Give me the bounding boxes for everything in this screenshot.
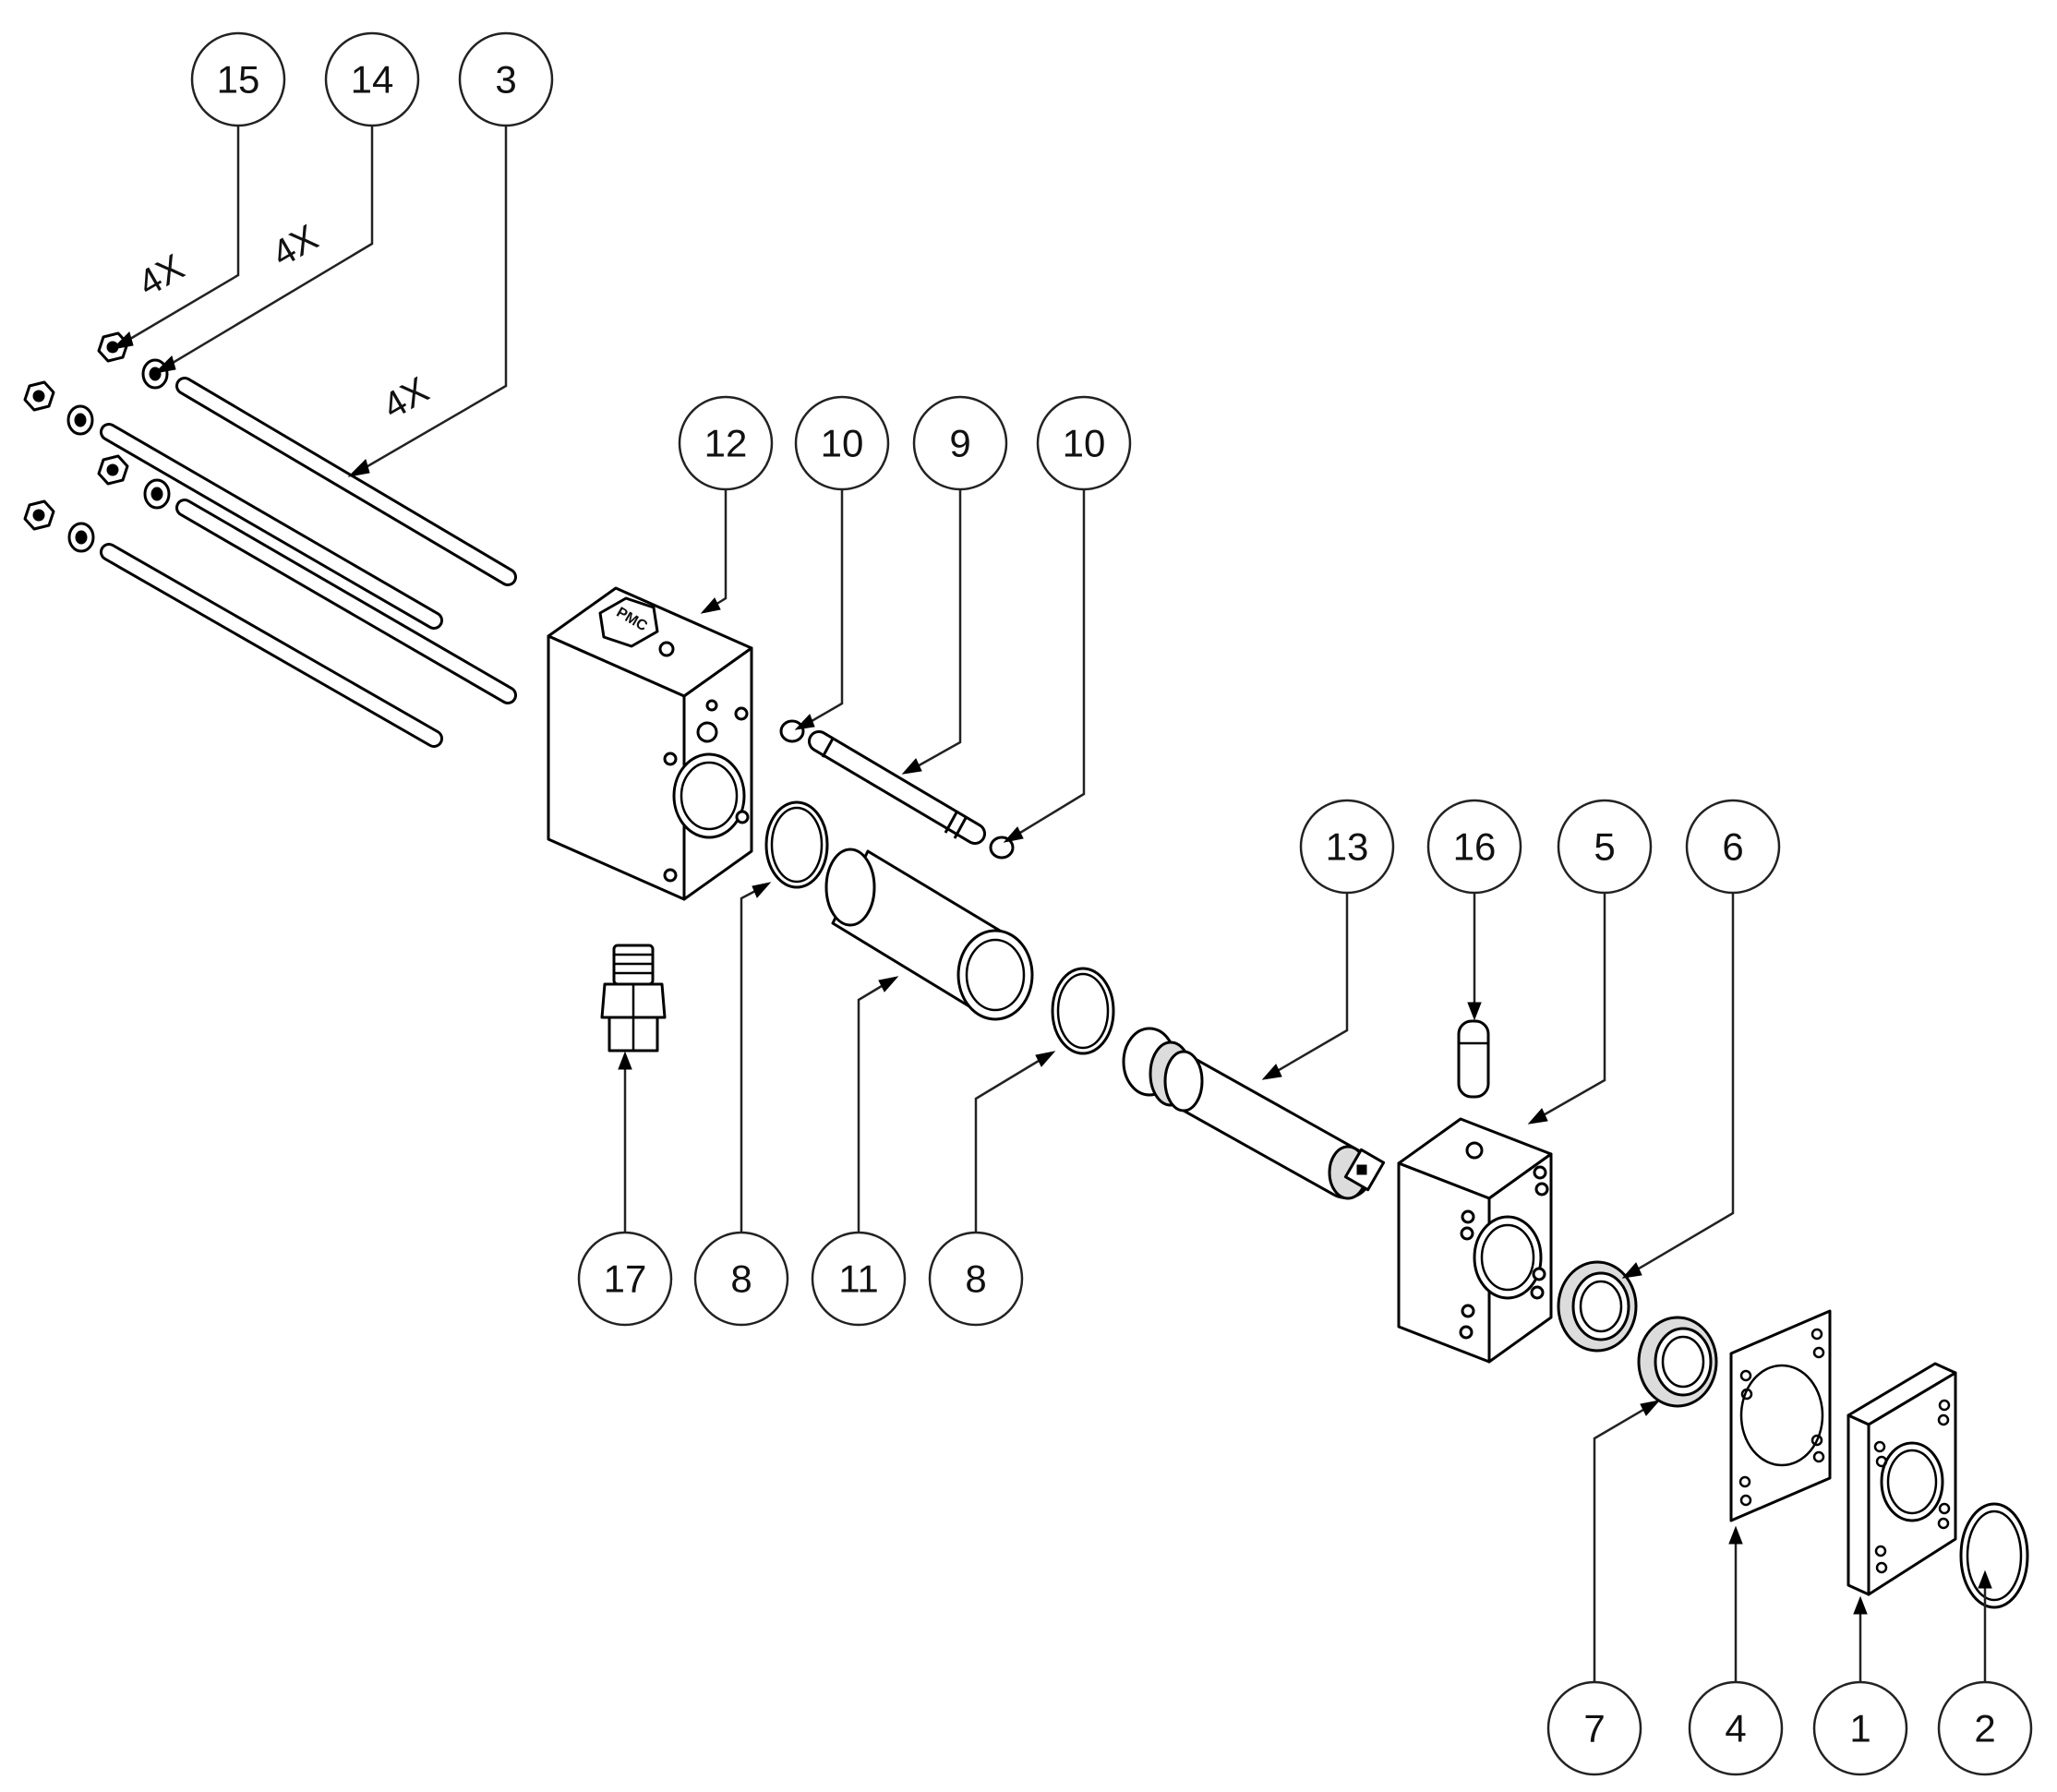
cylinder-barrel (824, 848, 1034, 1021)
washer (143, 478, 171, 510)
seal (1557, 1260, 1638, 1353)
small-o-ring (989, 836, 1015, 860)
balloon-9: 9 (912, 395, 1008, 491)
balloon-11: 11 (811, 1231, 907, 1327)
quantity-label: 4X (132, 247, 191, 305)
leader-13 (1261, 879, 1349, 1080)
small-o-ring (779, 719, 805, 743)
logo-plate: PMC (598, 596, 659, 648)
balloon-4: 4 (1688, 1680, 1784, 1776)
balloon-label: 8 (965, 1257, 986, 1301)
pin (1457, 1019, 1490, 1099)
balloon-10: 10 (794, 395, 890, 491)
leader-6 (1621, 879, 1735, 1279)
balloon-10: 10 (1036, 395, 1132, 491)
piston-rod-assembly (1122, 1027, 1386, 1200)
balloon-2: 2 (1937, 1680, 2033, 1776)
tie-rod (100, 543, 443, 748)
balloon-label: 16 (1453, 825, 1497, 869)
balloon-3: 3 (458, 31, 554, 127)
large-o-ring (1051, 967, 1115, 1055)
balloon-13: 13 (1299, 799, 1395, 895)
leader-1 (1853, 1595, 1868, 1683)
leader-14 (153, 111, 374, 374)
balloon-7: 7 (1546, 1680, 1642, 1776)
hex-nut-group (23, 331, 129, 531)
hex-nut (97, 331, 129, 363)
balloon-label: 10 (1063, 422, 1106, 465)
tie-rod (175, 499, 517, 704)
balloon-12: 12 (678, 395, 774, 491)
retaining-ring (1959, 1502, 2029, 1609)
balloon-label: 4 (1725, 1707, 1746, 1750)
leader-lines (111, 111, 1992, 1683)
leader-4 (1728, 1525, 1743, 1683)
leader-8b (974, 1051, 1056, 1233)
balloon-label: 7 (1583, 1707, 1605, 1750)
balloon-label: 5 (1594, 825, 1615, 869)
leader-15 (111, 111, 240, 350)
leader-8a (740, 882, 772, 1233)
leader-17 (618, 1051, 632, 1233)
balloon-6: 6 (1685, 799, 1781, 895)
quantity-label: 4X (377, 369, 436, 427)
balloon-8: 8 (693, 1231, 789, 1327)
leader-5 (1527, 879, 1606, 1125)
balloon-5: 5 (1557, 799, 1653, 895)
balloon-1: 1 (1812, 1680, 1908, 1776)
shaft (808, 730, 986, 845)
balloon-label: 10 (821, 422, 864, 465)
leader-10a (794, 475, 844, 730)
tie-rod-group (100, 377, 517, 748)
leader-12 (700, 475, 728, 614)
fitting (600, 944, 667, 1052)
leader-10b (1003, 475, 1086, 843)
balloon-14: 14 (324, 31, 420, 127)
balloon-label: 6 (1722, 825, 1743, 869)
balloon-label: 9 (949, 422, 970, 465)
washer (67, 522, 95, 553)
flange-plate (1846, 1362, 1957, 1596)
hex-nut (97, 454, 129, 486)
leader-16 (1467, 879, 1482, 1021)
hex-nut (23, 380, 55, 412)
seal (1637, 1316, 1718, 1408)
balloon-15: 15 (190, 31, 286, 127)
leader-3 (347, 113, 508, 477)
balloon-17: 17 (577, 1231, 673, 1327)
balloon-label: 1 (1849, 1707, 1871, 1750)
end-block (1397, 1117, 1553, 1364)
tie-rod (100, 423, 443, 630)
leader-2 (1978, 1570, 1992, 1683)
tie-rod (175, 377, 517, 586)
balloon-label: 8 (730, 1257, 752, 1301)
main-housing-block: PMC (547, 586, 753, 901)
item-balloons: 15 14 3 12 10 9 10 13 (190, 31, 2033, 1776)
leader-11 (857, 976, 899, 1233)
washer (66, 404, 94, 436)
balloon-8: 8 (928, 1231, 1024, 1327)
quantity-labels: 4X 4X 4X (132, 217, 436, 427)
leader-7 (1593, 1400, 1661, 1683)
balloon-label: 11 (838, 1257, 879, 1301)
balloon-16: 16 (1426, 799, 1522, 895)
balloon-label: 3 (495, 58, 516, 102)
balloon-label: 15 (217, 58, 260, 102)
leader-9 (901, 475, 962, 775)
gasket-plate (1729, 1309, 1832, 1522)
balloon-label: 12 (704, 422, 748, 465)
balloon-label: 17 (604, 1257, 647, 1301)
quantity-label: 4X (266, 217, 325, 275)
balloon-label: 2 (1974, 1707, 1995, 1750)
hex-nut (23, 499, 55, 531)
large-o-ring (764, 800, 829, 889)
balloon-label: 14 (351, 58, 394, 102)
balloon-label: 13 (1326, 825, 1369, 869)
